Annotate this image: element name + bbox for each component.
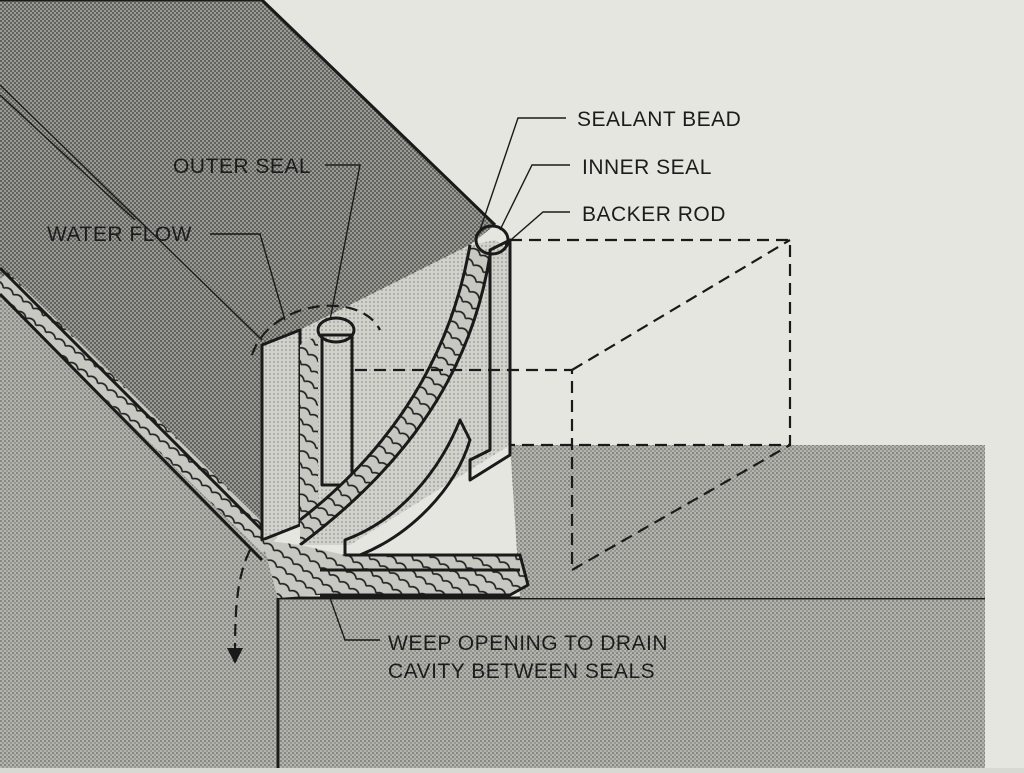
phantom-box-top-diagonal xyxy=(571,239,791,371)
upper-panel-edge xyxy=(0,0,497,227)
sealant-bead xyxy=(474,224,510,256)
outer-seal-face xyxy=(262,330,300,540)
upper-panel-line xyxy=(0,94,136,221)
left-bead-edge-bottom xyxy=(0,292,264,562)
back-panel xyxy=(510,445,985,598)
water-flow-arc xyxy=(250,304,381,356)
leader-outer-seal xyxy=(325,164,361,321)
inner-seal-edge-1 xyxy=(299,244,472,522)
inner-seal-edge-2 xyxy=(299,254,492,547)
label-weep-line2: CAVITY BETWEEN SEALS xyxy=(388,660,655,683)
leader-weep-opening xyxy=(329,597,380,641)
leader-inner-seal xyxy=(499,164,570,231)
label-water-flow: WATER FLOW xyxy=(47,223,192,246)
weep-flow-path xyxy=(233,549,251,661)
leader-backer-rod xyxy=(504,211,570,246)
label-backer-rod: BACKER ROD xyxy=(582,203,726,226)
phantom-box-bottom-diagonal xyxy=(571,444,791,571)
outer-backer-rod xyxy=(316,316,356,344)
phantom-box xyxy=(355,238,792,571)
left-sealant-bead xyxy=(0,272,278,553)
phantom-box-back xyxy=(510,238,792,447)
upper-panel-groove xyxy=(0,84,263,341)
leader-water-flow xyxy=(210,233,286,321)
inner-seal-bead xyxy=(300,245,490,545)
bottom-bead-outline xyxy=(320,553,530,597)
upper-panel xyxy=(0,0,495,540)
label-weep-line1: WEEP OPENING TO DRAIN xyxy=(388,632,668,655)
label-sealant-bead: SEALANT BEAD xyxy=(577,108,741,131)
left-bead-edge-top xyxy=(0,266,264,532)
weep-arrowhead xyxy=(227,648,243,664)
lower-left-panel xyxy=(0,275,278,768)
label-inner-seal: INNER SEAL xyxy=(582,156,712,179)
leader-lines xyxy=(210,117,570,641)
floor-panel xyxy=(278,598,985,768)
outer-backer xyxy=(320,333,354,487)
water-flow-arrow xyxy=(227,304,381,664)
leader-sealant-bead xyxy=(479,117,566,231)
label-outer-seal: OUTER SEAL xyxy=(173,155,311,178)
outer-seal-coil xyxy=(300,335,318,520)
